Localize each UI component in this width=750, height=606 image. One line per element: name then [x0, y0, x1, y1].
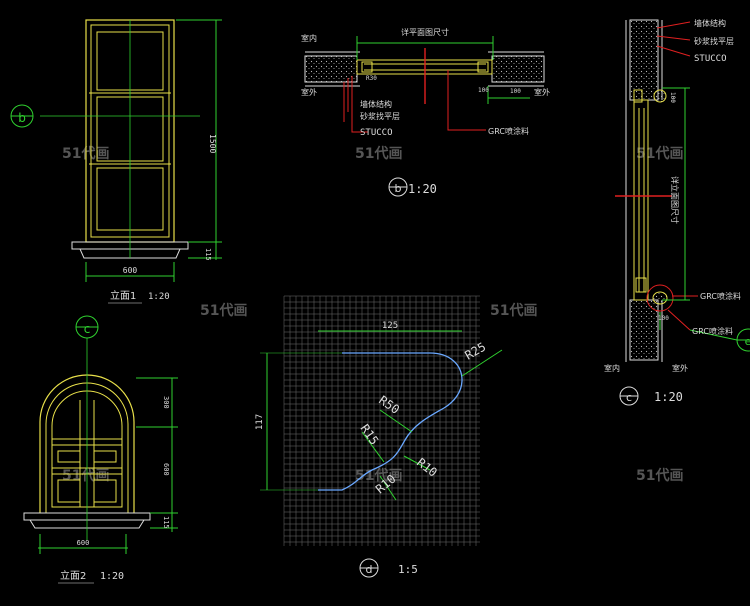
section-c-dim-bottom: 100 [658, 315, 669, 322]
elevation-2-title: 立面2 [60, 569, 86, 582]
section-c-callout-2: 砂浆找平层 [694, 36, 734, 46]
section-c-grc-1: GRC喷涂料 [700, 291, 741, 301]
elevation-2 [23, 315, 178, 554]
elevation-1-section-mark: b [18, 111, 26, 125]
detail-d-grid [283, 295, 480, 546]
detail-d-width-dim: 125 [382, 321, 398, 331]
section-c-grc-2: GRC喷涂料 [692, 326, 733, 336]
section-b [304, 36, 545, 133]
section-c-vertical-dim: 详立面图尺寸 [670, 176, 680, 224]
elevation-1-height-dim: 1500 [208, 134, 217, 153]
watermark-5: 51代画 [490, 302, 537, 319]
section-b-callout-2: 砂浆找平层 [360, 111, 400, 121]
section-b-scale: 1:20 [408, 182, 437, 196]
elevation-2-sill-dim: 115 [162, 516, 170, 529]
section-b-callout-1: 墙体结构 [360, 99, 392, 109]
detail-d-radius-3: R15 [358, 422, 382, 448]
detail-d-mark: d [366, 563, 373, 576]
watermark-2: 51代画 [355, 145, 402, 162]
section-b-outdoor-right: 室外 [534, 87, 550, 97]
section-c-mark: c [626, 391, 632, 404]
detail-d [260, 330, 503, 501]
elevation-1-title: 立面1 [110, 289, 136, 302]
elevation-1 [10, 19, 222, 282]
detail-d-height-dim: 117 [255, 414, 265, 430]
section-b-dim-small2: 100 [510, 88, 521, 95]
watermark-7: 51代画 [355, 467, 402, 484]
elevation-2-arch-dim: 300 [162, 396, 170, 409]
section-b-dim-left: R30 [366, 75, 377, 82]
elevation-2-scale: 1:20 [100, 571, 124, 582]
section-c [615, 19, 750, 362]
section-b-top-dim: 详平面图尺寸 [401, 27, 449, 37]
elevation-1-sill-dim: 115 [204, 248, 212, 261]
section-b-indoor: 室内 [301, 33, 317, 43]
section-c-dim-top: 100 [669, 92, 676, 103]
section-c-callout-3: STUCCO [694, 54, 727, 64]
section-b-mark: b [395, 182, 402, 195]
section-b-grc: GRC喷涂料 [488, 126, 529, 136]
section-c-indoor: 室内 [604, 363, 620, 373]
section-c-outdoor: 室外 [672, 363, 688, 373]
watermark-8: 51代画 [636, 467, 683, 484]
detail-d-scale: 1:5 [398, 563, 418, 576]
section-b-callout-3: STUCCO [360, 128, 393, 138]
section-c-callout-1: 墙体结构 [694, 18, 726, 28]
elevation-2-width-dim: 600 [77, 539, 90, 547]
elevation-1-scale: 1:20 [148, 292, 170, 302]
watermark-3: 51代画 [636, 145, 683, 162]
elevation-2-section-mark: c [84, 322, 91, 336]
watermark-6: 51代画 [62, 467, 109, 484]
elevation-1-width-dim: 600 [123, 266, 138, 275]
detail-d-radius-1: R25 [463, 340, 489, 363]
section-c-ref-mark: e [745, 335, 750, 348]
watermark-4: 51代画 [200, 302, 247, 319]
section-c-scale: 1:20 [654, 390, 683, 404]
elevation-2-body-dim: 600 [162, 463, 170, 476]
section-b-dim-small: 100 [478, 87, 489, 94]
section-b-outdoor: 室外 [301, 87, 317, 97]
